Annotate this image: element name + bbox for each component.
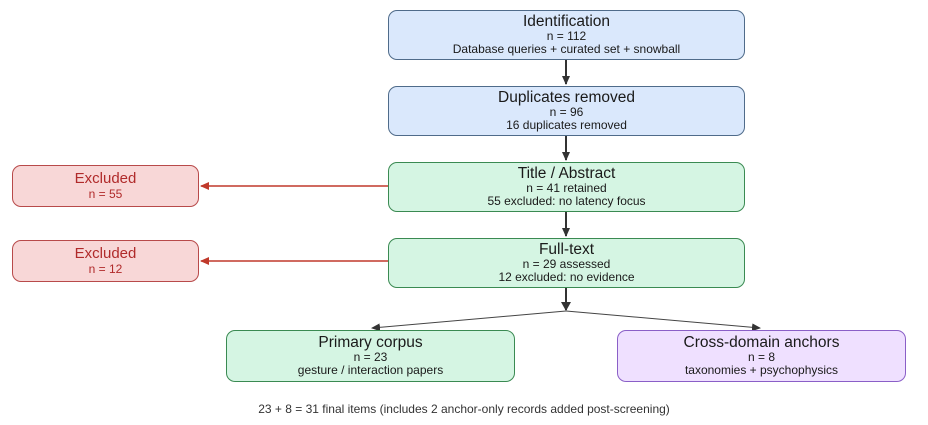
identification-box: Identification n = 112 Database queries … <box>388 10 745 60</box>
diagram-footnote: 23 + 8 = 31 final items (includes 2 anch… <box>258 402 670 416</box>
cross-domain-anchors-box: Cross-domain anchors n = 8 taxonomies + … <box>617 330 906 382</box>
primary-corpus-title: Primary corpus <box>318 333 423 351</box>
cross-domain-anchors-detail: taxonomies + psychophysics <box>684 363 839 378</box>
cross-domain-anchors-title: Cross-domain anchors <box>683 333 840 351</box>
primary-corpus-count: n = 23 <box>353 350 388 365</box>
edge-split-to-primary <box>371 310 567 332</box>
duplicates-detail: 16 duplicates removed <box>506 118 627 133</box>
duplicates-count: n = 96 <box>549 105 584 120</box>
excluded-fulltext-count: n = 12 <box>88 261 123 276</box>
fulltext-detail: 12 excluded: no evidence <box>498 270 635 285</box>
excluded-fulltext-title: Excluded <box>74 245 137 263</box>
edge-stem-arrowhead <box>561 302 571 311</box>
title-abstract-detail: 55 excluded: no latency focus <box>487 194 646 209</box>
excluded-fulltext-box: Excluded n = 12 <box>12 240 199 282</box>
cross-domain-anchors-count: n = 8 <box>747 350 776 365</box>
title-abstract-title: Title / Abstract <box>517 164 616 182</box>
title-abstract-box: Title / Abstract n = 41 retained 55 excl… <box>388 162 745 212</box>
duplicates-title: Duplicates removed <box>498 88 635 106</box>
fulltext-box: Full-text n = 29 assessed 12 excluded: n… <box>388 238 745 288</box>
identification-count: n = 112 <box>546 29 587 44</box>
edge-split-to-cross <box>565 310 761 332</box>
duplicates-box: Duplicates removed n = 96 16 duplicates … <box>388 86 745 136</box>
primary-corpus-box: Primary corpus n = 23 gesture / interact… <box>226 330 515 382</box>
fulltext-count: n = 29 assessed <box>522 257 611 272</box>
primary-corpus-detail: gesture / interaction papers <box>297 363 444 378</box>
excluded-title-abstract-count: n = 55 <box>88 186 123 201</box>
fulltext-title: Full-text <box>538 240 595 258</box>
identification-title: Identification <box>522 12 611 30</box>
excluded-title-abstract-box: Excluded n = 55 <box>12 165 199 207</box>
identification-detail: Database queries + curated set + snowbal… <box>452 42 681 57</box>
excluded-title-abstract-title: Excluded <box>74 170 137 188</box>
title-abstract-count: n = 41 retained <box>526 181 607 196</box>
